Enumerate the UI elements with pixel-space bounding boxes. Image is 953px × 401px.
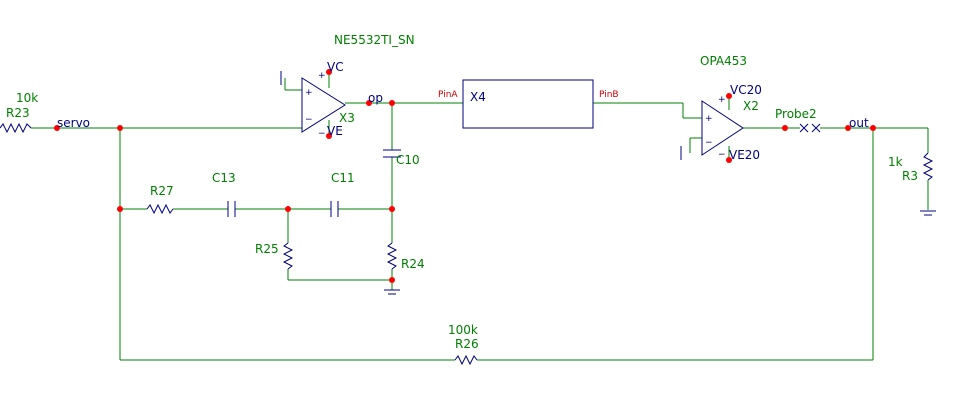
c10-ref: C10	[396, 153, 420, 167]
r3-ref: R3	[902, 169, 918, 183]
ground-r24	[384, 289, 400, 295]
opamp-x2: + − + −	[701, 95, 744, 160]
net-op-label: op	[368, 91, 383, 105]
junctions	[54, 69, 876, 283]
r23-value: 10k	[16, 91, 38, 105]
resistor-r24	[386, 242, 398, 270]
x2-ve20-label: VE20	[729, 148, 760, 162]
svg-text:−: −	[318, 129, 326, 139]
x3-model: NE5532TI_SN	[334, 33, 415, 47]
r26-value: 100k	[448, 323, 478, 337]
probe2	[799, 123, 821, 133]
c11-ref: C11	[331, 171, 355, 185]
net-servo-label: servo	[57, 116, 90, 130]
c13-ref: C13	[212, 171, 236, 185]
x3-ve-label: VE	[327, 124, 343, 138]
block-x4	[462, 79, 594, 129]
resistor-r23	[0, 122, 32, 134]
svg-text:+: +	[705, 114, 713, 124]
svg-text:−: −	[705, 138, 713, 148]
svg-text:+: +	[718, 95, 726, 105]
x4-pina-label: PinA	[438, 90, 458, 100]
net-out-label: out	[849, 116, 869, 130]
resistor-r27	[146, 203, 174, 215]
svg-text:−: −	[718, 150, 726, 160]
r25-ref: R25	[255, 242, 279, 256]
x2-model: OPA453	[700, 54, 747, 68]
opamp-x3: + − + −	[301, 71, 346, 139]
ground-r3	[920, 210, 936, 216]
svg-text:+: +	[318, 71, 326, 81]
r23-ref: R23	[6, 106, 30, 120]
x4-pinb-label: PinB	[599, 90, 619, 100]
resistor-r3	[922, 152, 934, 181]
resistor-r26	[454, 354, 478, 366]
capacitor-c10	[383, 149, 401, 158]
x3-ref: X3	[339, 111, 355, 125]
wires	[31, 72, 929, 361]
svg-text:+: +	[305, 88, 313, 98]
resistor-r25	[282, 242, 294, 270]
r24-ref: R24	[401, 257, 425, 271]
svg-text:−: −	[305, 115, 313, 125]
x4-ref: X4	[470, 90, 486, 104]
x2-vc20-label: VC20	[730, 83, 762, 97]
x2-ref: X2	[743, 99, 759, 113]
probe2-label: Probe2	[775, 107, 817, 121]
r3-value: 1k	[888, 155, 903, 169]
capacitor-c11	[330, 201, 339, 217]
r27-ref: R27	[150, 184, 174, 198]
capacitor-c13	[227, 201, 236, 217]
r26-ref: R26	[455, 337, 479, 351]
x3-vc-label: VC	[327, 60, 344, 74]
